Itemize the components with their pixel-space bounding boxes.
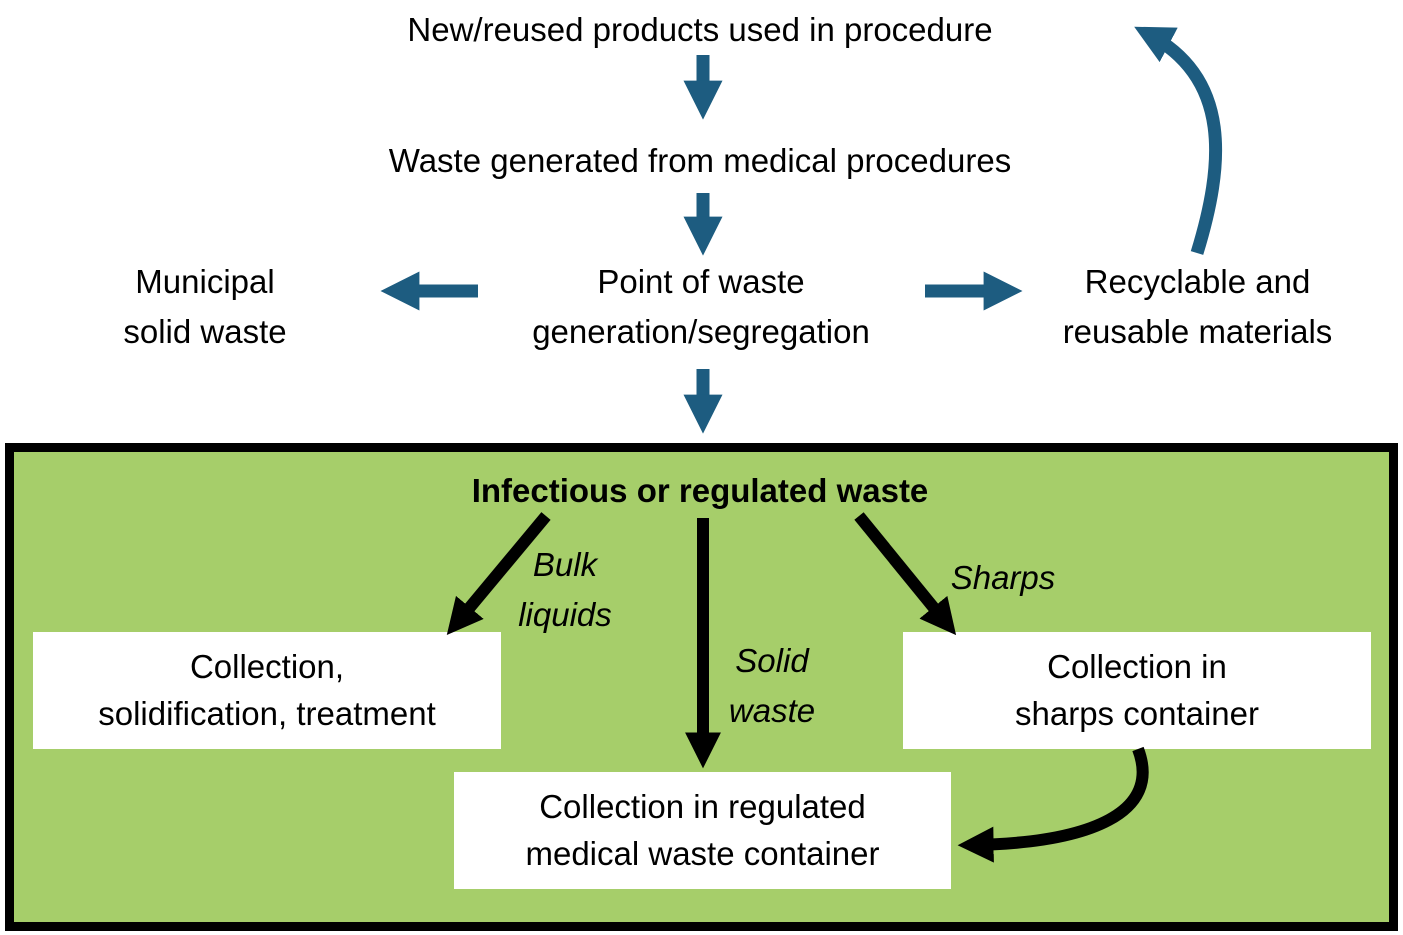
- edge-label-bulk-liquids: Bulk liquids: [465, 540, 665, 639]
- box-collection-regulated: Collection in regulated medical waste co…: [454, 772, 951, 889]
- box-line: medical waste container: [525, 834, 880, 872]
- node-line: Point of waste: [597, 263, 805, 300]
- node-new-reused-products: New/reused products used in procedure: [407, 11, 993, 48]
- node-recyclable-materials: Recyclable and reusable materials: [1000, 257, 1395, 356]
- box-collection-solidification: Collection, solidification, treatment: [33, 632, 501, 749]
- box-line: sharps container: [1015, 694, 1259, 732]
- box-line: Collection,: [189, 648, 345, 686]
- box-line: solidification, treatment: [98, 694, 436, 732]
- node-line: reusable materials: [1062, 312, 1333, 350]
- edge-label-line: Solid: [735, 642, 809, 679]
- arrow-recyclable-to-products: [1134, 26, 1223, 255]
- node-municipal-solid-waste: Municipal solid waste: [55, 257, 355, 356]
- box-line: Collection in regulated: [539, 788, 866, 826]
- edge-label-line: waste: [728, 691, 816, 729]
- edge-label-sharps: Sharps: [950, 559, 1056, 596]
- edge-label-solid-waste: Solid waste: [672, 636, 872, 735]
- box-collection-sharps: Collection in sharps container: [903, 632, 1371, 749]
- node-line: generation/segregation: [532, 312, 870, 350]
- box-line: Collection in: [1047, 648, 1227, 686]
- node-line: Recyclable and: [1084, 263, 1311, 300]
- node-line: Municipal: [135, 263, 275, 300]
- node-point-of-generation: Point of waste generation/segregation: [461, 257, 941, 356]
- node-waste-generated: Waste generated from medical procedures: [388, 142, 1012, 179]
- edge-label-line: Bulk: [532, 546, 598, 583]
- node-infectious-waste-title: Infectious or regulated waste: [471, 472, 929, 509]
- node-line: solid waste: [123, 312, 287, 350]
